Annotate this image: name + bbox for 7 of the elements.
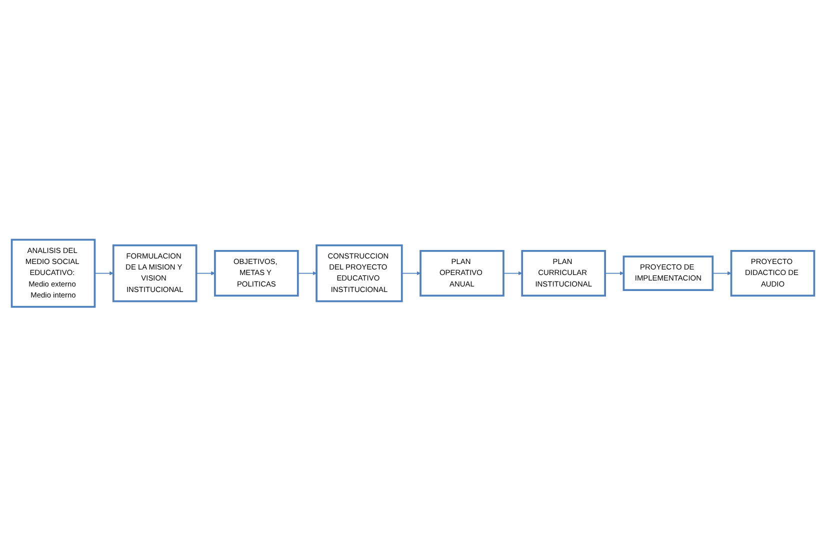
arrow [297,270,317,276]
arrow [196,270,216,276]
arrow [712,270,732,276]
arrow [604,270,624,276]
arrow [503,270,522,276]
arrow [94,270,114,276]
arrow [401,270,421,276]
